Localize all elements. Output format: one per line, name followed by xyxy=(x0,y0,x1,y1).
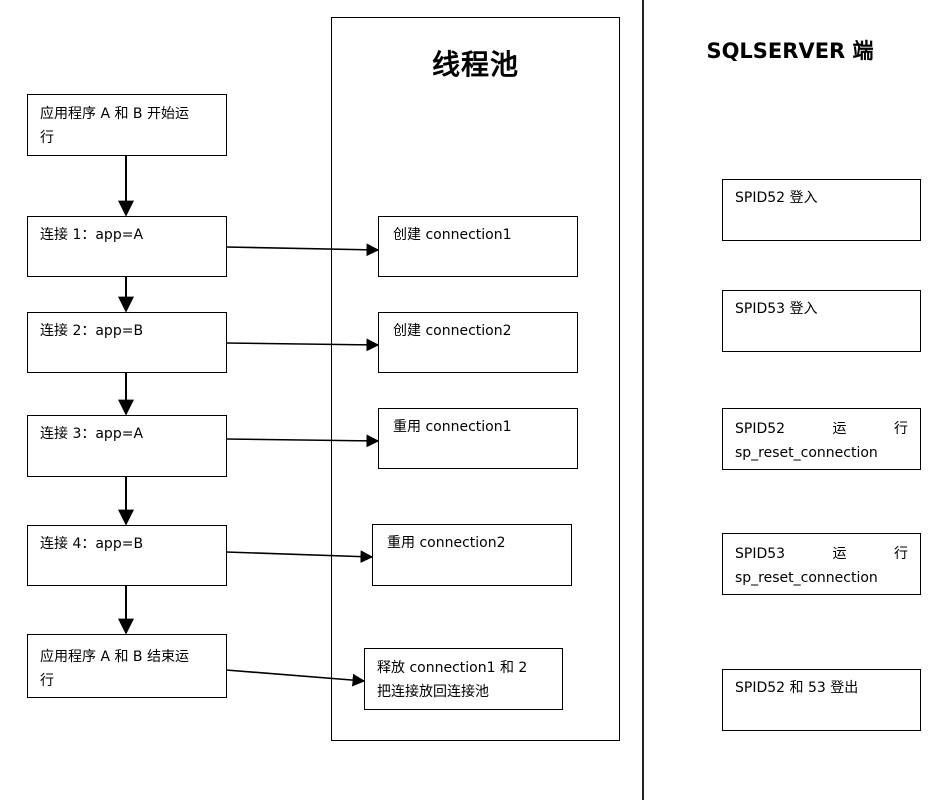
pool-create-connection2: 创建 connection2 xyxy=(378,312,578,373)
section-divider xyxy=(642,0,644,800)
pool-release-connections: 释放 connection1 和 2 把连接放回连接池 xyxy=(364,648,563,710)
connection-1-box: 连接 1：app=A xyxy=(27,216,227,277)
pool-reuse-connection1: 重用 connection1 xyxy=(378,408,578,469)
run-char-2: 行 xyxy=(894,421,908,437)
server-spid52-reset: SPID52 运 行 sp_reset_connection xyxy=(722,408,921,470)
app-step-line1: 应用程序 A 和 B 结束运 xyxy=(40,649,189,665)
link-arrow-2 xyxy=(225,338,380,352)
connection-3-box: 连接 3：app=A xyxy=(27,415,227,477)
run-char-1: 运 xyxy=(832,421,847,437)
pool-step-line1: 释放 connection1 和 2 xyxy=(377,660,528,676)
thread-pool-frame xyxy=(331,17,620,741)
run-char-1: 运 xyxy=(832,546,847,562)
server-spid53-login: SPID53 登入 xyxy=(722,290,921,352)
link-arrow-4 xyxy=(225,550,374,564)
pool-step-line2: 把连接放回连接池 xyxy=(377,684,489,700)
link-arrow-1 xyxy=(225,243,380,257)
pool-step-line1: 创建 connection1 xyxy=(393,227,512,243)
app-step-line1: 连接 2：app=B xyxy=(40,323,144,339)
spid-label: SPID52 xyxy=(735,421,786,437)
connection-4-box: 连接 4：app=B xyxy=(27,525,227,586)
link-arrow-3 xyxy=(225,434,380,448)
app-step-line1: 连接 1：app=A xyxy=(40,227,144,243)
app-start-box: 应用程序 A 和 B 开始运 行 xyxy=(27,94,227,156)
sqlserver-title: SQLSERVER 端 xyxy=(706,39,874,63)
app-step-line2: 行 xyxy=(40,130,54,146)
server-spid52-login: SPID52 登入 xyxy=(722,179,921,241)
app-step-line2: 行 xyxy=(40,673,54,689)
server-step-line1: SPID53 运 行 xyxy=(735,542,920,566)
pool-step-line1: 重用 connection1 xyxy=(393,419,512,435)
server-step-line1: SPID52 运 行 xyxy=(735,417,920,441)
server-step-line2: sp_reset_connection xyxy=(735,570,878,586)
app-end-box: 应用程序 A 和 B 结束运 行 xyxy=(27,634,227,698)
link-arrow-5 xyxy=(225,669,366,687)
pool-step-line1: 创建 connection2 xyxy=(393,323,512,339)
run-char-2: 行 xyxy=(894,546,908,562)
spid-label: SPID53 xyxy=(735,546,786,562)
server-spid53-reset: SPID53 运 行 sp_reset_connection xyxy=(722,533,921,595)
pool-step-line1: 重用 connection2 xyxy=(387,535,506,551)
app-step-line1: 应用程序 A 和 B 开始运 xyxy=(40,106,189,122)
server-step-line2: sp_reset_connection xyxy=(735,445,878,461)
server-step-line1: SPID53 登入 xyxy=(735,301,818,317)
server-step-line1: SPID52 登入 xyxy=(735,190,818,206)
connection-2-box: 连接 2：app=B xyxy=(27,312,227,373)
app-step-line1: 连接 4：app=B xyxy=(40,536,144,552)
server-spid-logout: SPID52 和 53 登出 xyxy=(722,669,921,731)
pool-create-connection1: 创建 connection1 xyxy=(378,216,578,277)
server-step-line1: SPID52 和 53 登出 xyxy=(735,680,859,696)
pool-reuse-connection2: 重用 connection2 xyxy=(372,524,572,586)
thread-pool-title: 线程池 xyxy=(431,48,519,81)
app-step-line1: 连接 3：app=A xyxy=(40,426,144,442)
